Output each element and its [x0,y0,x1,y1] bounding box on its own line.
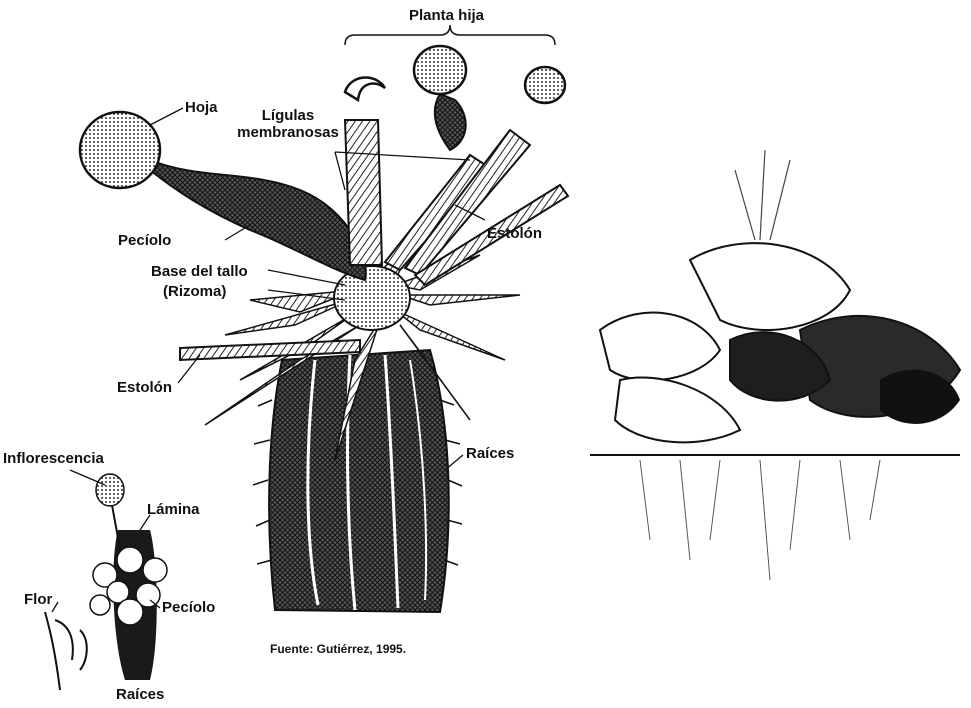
rhizome [334,266,410,330]
inflated-petiole [150,160,366,280]
daughter-leaf-1 [345,77,385,100]
label-peciolo-main: Pecíolo [118,233,171,250]
plant-sketch-right [590,150,960,580]
label-ligulas-line2: membranosas [237,124,339,141]
daughter-petiole-2 [435,94,466,150]
label-raices-small: Raíces [116,687,164,704]
label-ligulas-line1: Lígulas [262,107,315,124]
planta-hija-brace [345,25,555,45]
label-raices-main: Raíces [466,446,514,463]
label-inflorescencia: Inflorescencia [3,451,104,468]
label-estolon-left: Estolón [117,380,172,397]
label-base-tallo: Base del tallo [151,264,248,281]
label-ligulas: Lígulas membranosas [228,108,348,141]
daughter-leaf-2 [414,46,466,94]
label-rizoma: (Rizoma) [163,284,226,301]
label-planta-hija: Planta hija [409,8,484,25]
leaf-blade [80,112,160,188]
source-citation: Fuente: Gutiérrez, 1995. [270,643,406,656]
label-estolon-right: Estolón [487,226,542,243]
label-flor: Flor [24,592,52,609]
label-peciolo-small: Pecíolo [162,600,215,617]
label-lamina: Lámina [147,502,200,519]
label-hoja: Hoja [185,100,218,117]
daughter-leaf-3 [525,67,565,103]
